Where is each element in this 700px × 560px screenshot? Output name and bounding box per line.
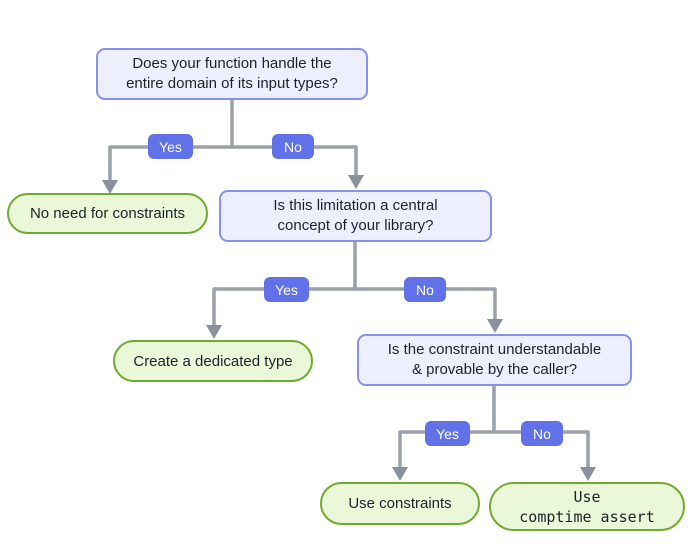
arrowhead-to-a4 <box>580 467 596 481</box>
edge-label-q1-no: No <box>272 134 314 159</box>
edge-label-q2-no: No <box>404 277 446 302</box>
question-node-central-concept: Is this limitation a central concept of … <box>219 190 492 242</box>
edge-q2-branches <box>212 240 497 329</box>
arrowhead-to-a3 <box>392 467 408 481</box>
arrowhead-to-a1 <box>102 180 118 194</box>
edge-q1-branches <box>108 98 358 186</box>
question-node-constraint-provable: Is the constraint understandable & prova… <box>357 334 632 386</box>
arrowhead-to-a2 <box>206 325 222 339</box>
question-node-domain-handling: Does your function handle the entire dom… <box>96 48 368 100</box>
edge-label-q1-yes: Yes <box>148 134 193 159</box>
answer-node-dedicated-type: Create a dedicated type <box>113 340 313 382</box>
answer-node-no-constraints: No need for constraints <box>7 193 208 234</box>
answer-node-comptime-assert: Use comptime assert <box>489 482 685 531</box>
edge-q3-branches <box>398 384 590 472</box>
arrowhead-to-q3 <box>487 319 503 333</box>
arrowhead-to-q2 <box>348 175 364 189</box>
edge-label-q3-no: No <box>521 421 563 446</box>
answer-node-use-constraints: Use constraints <box>320 482 480 525</box>
edge-label-q3-yes: Yes <box>425 421 470 446</box>
edge-label-q2-yes: Yes <box>264 277 309 302</box>
